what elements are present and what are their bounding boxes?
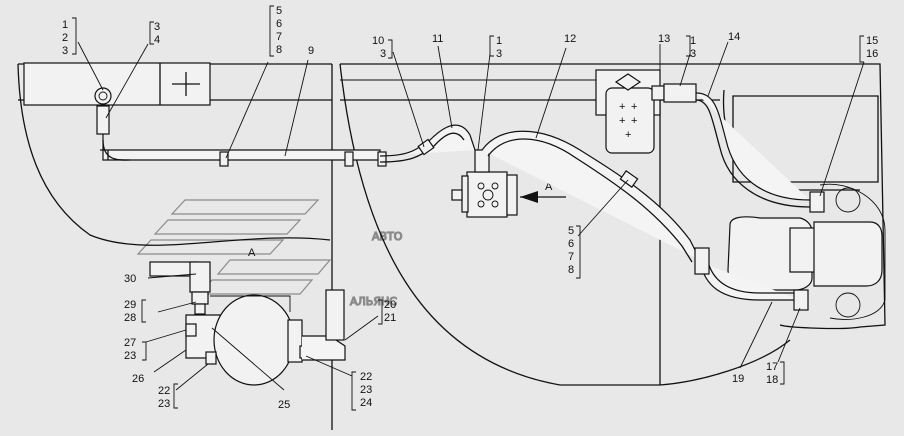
- callout-number: 3: [154, 21, 160, 33]
- callout-number: 1: [496, 35, 502, 47]
- callout-number: 7: [276, 31, 282, 43]
- callout-number: 2: [62, 32, 68, 44]
- callout-number: 9: [308, 45, 314, 57]
- callout-number: 5: [568, 225, 574, 237]
- callout-number: 6: [276, 18, 282, 30]
- watermark-line1: АВТО: [372, 230, 403, 243]
- callout-number: 21: [384, 312, 396, 324]
- svg-text:+: +: [619, 101, 625, 113]
- callout-brackets: [72, 5, 864, 411]
- leader-lines: [77, 41, 865, 391]
- callout-number: 3: [690, 48, 696, 60]
- callout-number: 25: [278, 399, 290, 411]
- callout-number: 23: [360, 384, 372, 396]
- watermark-line2: АЛЬЯНС: [350, 295, 397, 308]
- pipe-clamp-mid: [344, 151, 354, 167]
- fuel-sensor: [94, 87, 112, 135]
- hose-fitting-19: [694, 247, 710, 275]
- fitting-17-18: [793, 289, 809, 311]
- callout-number: 3: [62, 45, 68, 57]
- callout-number: 15: [866, 35, 878, 47]
- callout-number: 19: [732, 373, 744, 385]
- callout-number: 30: [124, 273, 136, 285]
- callout-number: 24: [360, 397, 372, 409]
- callout-number: 23: [124, 350, 136, 362]
- callout-number: 14: [728, 31, 740, 43]
- svg-text:+: +: [631, 115, 637, 127]
- callout-number: 27: [124, 337, 136, 349]
- callout-number: 5: [276, 5, 282, 17]
- callout-number: 26: [132, 373, 144, 385]
- engine-block: [727, 187, 883, 318]
- view-label-a-left: A: [248, 247, 256, 259]
- callout-number: 22: [360, 371, 372, 383]
- callout-number: 8: [276, 44, 282, 56]
- hose-clamp-12: [619, 170, 639, 188]
- fuel-pipe-9: [100, 134, 381, 161]
- callout-number: 1: [62, 19, 68, 31]
- callout-number: 29: [124, 299, 136, 311]
- pipe-clamp-right: [377, 151, 387, 167]
- callout-number: 22: [158, 385, 170, 397]
- fuel-filter-top: ++ ++ +: [595, 69, 697, 154]
- fitting-15-16: [809, 191, 825, 213]
- view-label-a-right: A: [545, 181, 553, 193]
- callout-number: 20: [384, 299, 396, 311]
- view-arrow-a: [520, 191, 566, 203]
- callout-number: 23: [158, 398, 170, 410]
- pipe-clamp-left: [219, 151, 229, 167]
- callout-number: 16: [866, 48, 878, 60]
- callout-number: 7: [568, 251, 574, 263]
- callout-number: 6: [568, 238, 574, 250]
- tank-assembly-lower: [149, 261, 346, 386]
- callout-number: 18: [766, 374, 778, 386]
- callout-number: 17: [766, 361, 778, 373]
- fuel-hose-12: [481, 130, 701, 261]
- callout-number: 28: [124, 312, 136, 324]
- callout-number: 11: [432, 33, 443, 45]
- svg-text:+: +: [625, 129, 631, 141]
- callout-number: 8: [568, 264, 574, 276]
- callout-number: 10: [372, 35, 384, 47]
- svg-text:+: +: [619, 115, 625, 127]
- callout-number: 13: [658, 33, 670, 45]
- svg-text:+: +: [631, 101, 637, 113]
- callout-number: 3: [496, 48, 502, 60]
- callout-number: 4: [154, 34, 160, 46]
- callout-number: 12: [564, 33, 576, 45]
- callout-number: 1: [690, 35, 696, 47]
- watermark: АВТО АЛЬЯНС: [136, 199, 403, 309]
- fuel-hose-14: [695, 92, 811, 201]
- watermark-logo-icon: [136, 199, 332, 295]
- callout-number: 3: [380, 48, 386, 60]
